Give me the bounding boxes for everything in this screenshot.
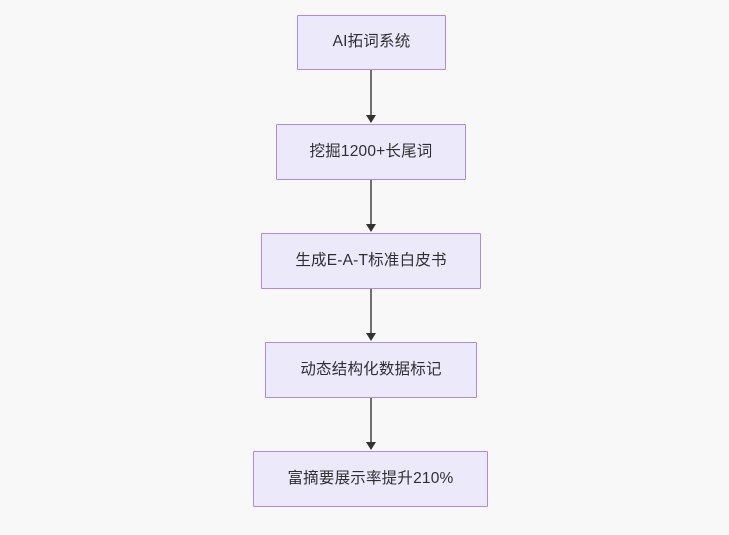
arrowhead-icon xyxy=(366,115,376,123)
arrowhead-icon xyxy=(366,442,376,450)
flow-node-label: 挖掘1200+长尾词 xyxy=(309,142,433,160)
flow-edge xyxy=(363,70,379,124)
flow-node-label: 富摘要展示率提升210% xyxy=(287,469,454,487)
flow-node-label: AI拓词系统 xyxy=(332,33,411,51)
flow-edge xyxy=(363,289,379,342)
arrowhead-icon xyxy=(366,333,376,341)
flow-node-n1[interactable]: AI拓词系统 xyxy=(297,15,446,70)
flow-edge xyxy=(363,180,379,233)
flow-node-label: 动态结构化数据标记 xyxy=(300,360,442,378)
arrowhead-icon xyxy=(366,224,376,232)
flow-edge xyxy=(363,398,379,451)
flow-node-n4[interactable]: 动态结构化数据标记 xyxy=(265,342,477,398)
flow-node-n2[interactable]: 挖掘1200+长尾词 xyxy=(276,124,466,180)
flow-node-label: 生成E-A-T标准白皮书 xyxy=(295,251,447,269)
flow-node-n3[interactable]: 生成E-A-T标准白皮书 xyxy=(261,233,481,289)
flow-node-n5[interactable]: 富摘要展示率提升210% xyxy=(253,451,488,507)
